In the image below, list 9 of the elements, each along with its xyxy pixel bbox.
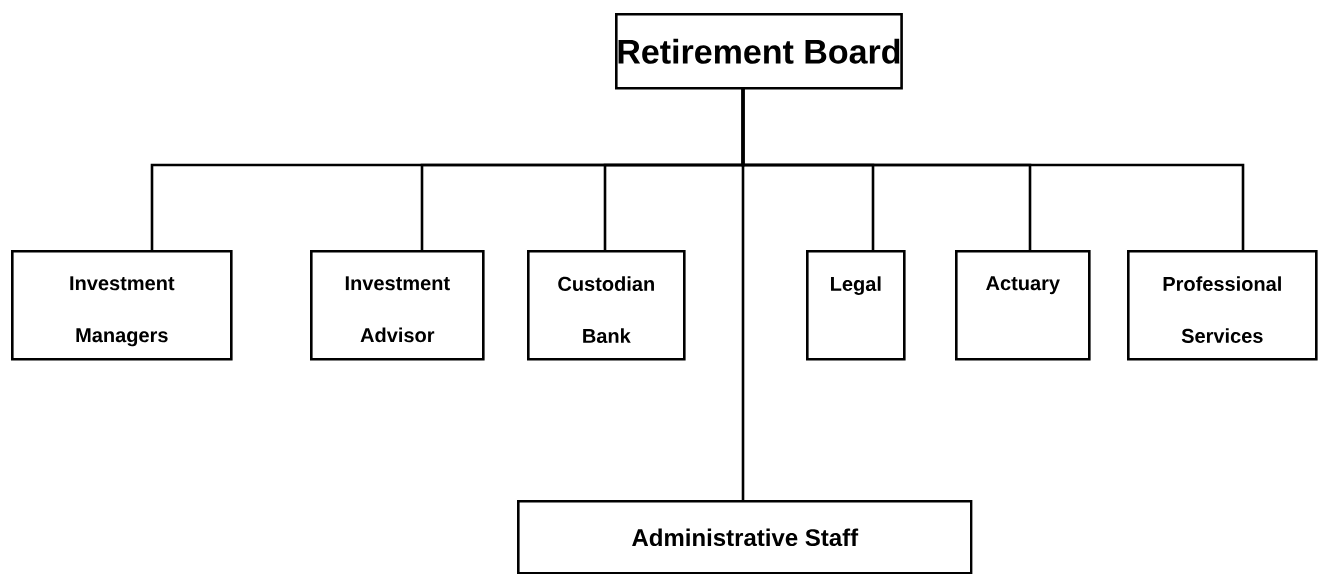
unit-box: Legal	[806, 250, 906, 361]
board-box: Retirement Board	[615, 13, 903, 90]
unit-box: Custodian Bank	[527, 250, 686, 361]
connector-line	[741, 88, 745, 502]
unit-box: Actuary	[955, 250, 1091, 361]
unit-box: Investment Advisor	[310, 250, 485, 361]
unit-box: Investment Managers	[11, 250, 233, 361]
unit-box: Professional Services	[1127, 250, 1318, 361]
staff-box: Administrative Staff	[517, 500, 973, 574]
